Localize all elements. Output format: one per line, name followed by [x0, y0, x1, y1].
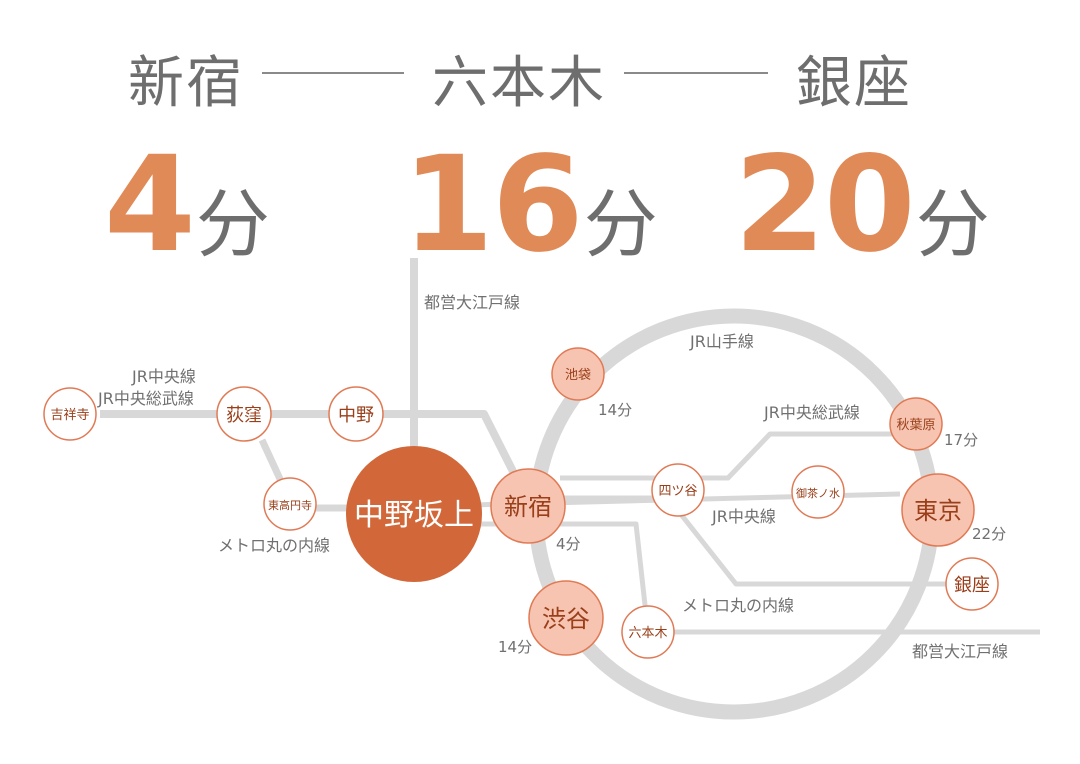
station-tokyo: 東京	[914, 497, 962, 525]
station-akihabara-marker[interactable]	[889, 397, 943, 451]
station-ogikubo-marker[interactable]	[216, 386, 272, 442]
marunouchi-line-east	[560, 495, 960, 587]
destination-shinjuku: 新宿	[128, 51, 244, 116]
station-ogikubo: 荻窪	[226, 405, 262, 426]
station-nakano-marker[interactable]	[328, 386, 384, 442]
label-chuo-left-2: JR中央総武線	[97, 389, 194, 408]
station-nakano-sakaue-marker[interactable]	[346, 446, 482, 582]
station-shibuya: 渋谷	[542, 605, 590, 633]
header-connector-1	[262, 72, 404, 74]
station-shinjuku: 新宿	[504, 493, 552, 521]
header-connector-2	[624, 72, 768, 74]
destination-ginza: 銀座	[796, 51, 912, 116]
station-ginza: 銀座	[954, 575, 990, 596]
label-chuosobu-right: JR中央総武線	[763, 403, 860, 422]
travel-time-header: 新宿 六本木 銀座 4分 16分 20分	[0, 0, 1080, 282]
station-ginza-marker[interactable]	[945, 557, 999, 611]
time-shinjuku-unit: 分	[195, 182, 270, 268]
minutes-shinjuku: 4分	[556, 535, 581, 553]
time-ginza: 20分	[734, 128, 990, 282]
station-roppongi: 六本木	[628, 626, 667, 641]
station-shinjuku-marker[interactable]	[490, 468, 566, 544]
station-higashi-koenji-marker[interactable]	[263, 477, 317, 531]
label-chuo-left-1: JR中央線	[131, 367, 196, 386]
time-ginza-unit: 分	[915, 182, 990, 268]
time-roppongi-unit: 分	[583, 182, 658, 268]
chuo-sobu-line-right	[560, 431, 906, 481]
station-ochanomizu-marker[interactable]	[791, 465, 845, 519]
time-ginza-value: 20	[734, 128, 916, 282]
station-nakano: 中野	[338, 405, 374, 426]
station-yotsuya-marker[interactable]	[651, 463, 705, 517]
minutes-tokyo: 22分	[972, 525, 1006, 543]
label-marunouchi-left: メトロ丸の内線	[218, 536, 330, 555]
station-ikebukuro-marker[interactable]	[551, 347, 605, 401]
label-oedo-top: 都営大江戸線	[424, 293, 520, 312]
station-akihabara: 秋葉原	[896, 418, 935, 433]
label-chuo-right: JR中央線	[711, 507, 776, 526]
station-kichijoji-marker[interactable]	[43, 387, 97, 441]
time-shinjuku-value: 4	[104, 128, 196, 282]
minutes-ikebukuro: 14分	[598, 401, 632, 419]
station-nakano-sakaue: 中野坂上	[354, 498, 474, 533]
minutes-shibuya: 14分	[498, 638, 532, 656]
label-oedo-bottom: 都営大江戸線	[912, 642, 1008, 661]
station-roppongi-marker[interactable]	[621, 605, 675, 659]
label-marunouchi-right: メトロ丸の内線	[682, 596, 794, 615]
station-shibuya-marker[interactable]	[528, 580, 604, 656]
destination-roppongi: 六本木	[432, 51, 606, 116]
time-shinjuku: 4分	[104, 128, 270, 282]
station-tokyo-marker[interactable]	[901, 473, 975, 547]
label-yamanote: JR山手線	[689, 332, 754, 351]
station-ochanomizu: 御茶ノ水	[796, 486, 840, 500]
minutes-akihabara: 17分	[944, 431, 978, 449]
station-kichijoji: 吉祥寺	[50, 408, 89, 423]
station-yotsuya: 四ツ谷	[658, 484, 697, 499]
time-roppongi-value: 16	[402, 128, 584, 282]
station-ikebukuro: 池袋	[565, 368, 591, 383]
station-higashi-koenji: 東高円寺	[268, 498, 312, 512]
time-roppongi: 16分	[402, 128, 658, 282]
